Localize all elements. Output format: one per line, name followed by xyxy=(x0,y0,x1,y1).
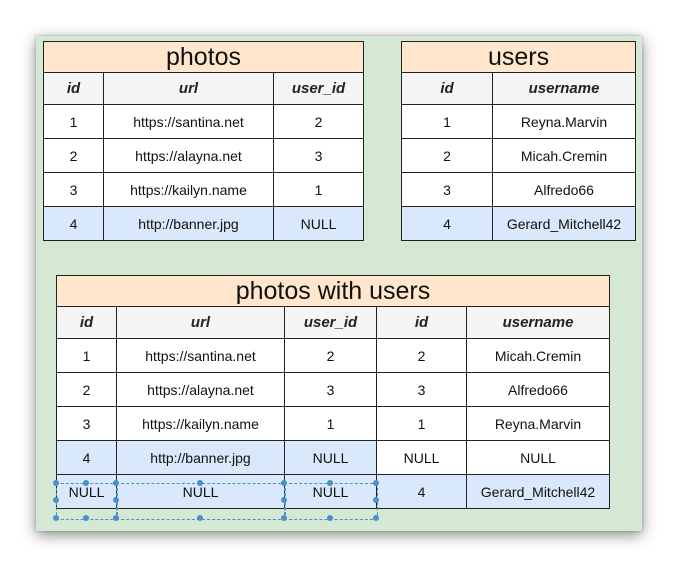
cell-url: http://banner.jpg xyxy=(103,206,274,241)
resize-handle[interactable] xyxy=(281,515,287,521)
header-id: id xyxy=(376,306,467,339)
cell-id: 1 xyxy=(401,104,493,139)
header-username: username xyxy=(491,72,637,105)
table-row: 1 https://santina.net 2 2 Micah.Cremin xyxy=(56,338,610,373)
cell-url-selected[interactable]: NULL xyxy=(116,474,285,509)
cell-username: Reyna.Marvin xyxy=(466,406,610,441)
cell-id: 2 xyxy=(401,138,493,173)
cell-url: http://banner.jpg xyxy=(116,440,285,475)
cell-id: 2 xyxy=(43,138,104,173)
cell-id: 1 xyxy=(56,338,117,373)
header-id: id xyxy=(56,306,117,339)
header-user-id: user_id xyxy=(272,72,365,105)
header-user-id: user_id xyxy=(284,306,377,339)
cell-id: 2 xyxy=(56,372,117,407)
cell-url: https://santina.net xyxy=(103,104,274,139)
cell-id: 4 xyxy=(56,440,117,475)
table-row-highlighted: 4 http://banner.jpg NULL xyxy=(43,206,365,241)
table-row: 1 Reyna.Marvin xyxy=(401,104,637,139)
photos-table[interactable]: photos id url user_id 1 https://santina.… xyxy=(42,41,365,241)
diagram-canvas: photos id url user_id 1 https://santina.… xyxy=(36,36,642,531)
cell-id: 3 xyxy=(401,172,493,207)
cell-id: 4 xyxy=(43,206,104,241)
cell-username: Alfredo66 xyxy=(466,372,610,407)
cell-username: Micah.Cremin xyxy=(466,338,610,373)
table-row: 2 Micah.Cremin xyxy=(401,138,637,173)
header-url: url xyxy=(103,72,274,105)
cell-id: 1 xyxy=(376,406,467,441)
header-url: url xyxy=(116,306,285,339)
cell-id: 3 xyxy=(43,172,104,207)
photos-with-users-table[interactable]: photos with users id url user_id id user… xyxy=(56,275,610,509)
resize-handle[interactable] xyxy=(373,515,379,521)
table-row: 3 https://kailyn.name 1 1 Reyna.Marvin xyxy=(56,406,610,441)
cell-user-id: NULL xyxy=(284,440,377,475)
cell-user-id: 1 xyxy=(272,172,365,207)
table-row: 2 https://alayna.net 3 3 Alfredo66 xyxy=(56,372,610,407)
users-table-title: users xyxy=(400,41,637,73)
cell-id: 3 xyxy=(376,372,467,407)
resize-handle[interactable] xyxy=(327,515,333,521)
table-row: 1 https://santina.net 2 xyxy=(43,104,365,139)
header-id: id xyxy=(401,72,493,105)
table-row: 3 Alfredo66 xyxy=(401,172,637,207)
cell-user-id: 3 xyxy=(284,372,377,407)
cell-id: 3 xyxy=(56,406,117,441)
cell-username: NULL xyxy=(466,440,610,475)
cell-user-id: 2 xyxy=(272,104,365,139)
cell-user-id: NULL xyxy=(272,206,365,241)
cell-id-selected[interactable]: NULL xyxy=(56,474,117,509)
cell-id: 4 xyxy=(401,206,493,241)
cell-user-id: 3 xyxy=(272,138,365,173)
cell-username: Micah.Cremin xyxy=(491,138,637,173)
table-row-highlighted: 4 Gerard_Mitchell42 xyxy=(401,206,637,241)
resize-handle[interactable] xyxy=(197,515,203,521)
photos-table-title: photos xyxy=(42,41,365,73)
header-username: username xyxy=(466,306,610,339)
table-row: NULL NULL NULL 4 Gerard_Mitchell42 xyxy=(56,474,610,509)
cell-id: 1 xyxy=(43,104,104,139)
cell-url: https://kailyn.name xyxy=(116,406,285,441)
cell-id: 2 xyxy=(376,338,467,373)
cell-url: https://santina.net xyxy=(116,338,285,373)
cell-user-id: 2 xyxy=(284,338,377,373)
users-table[interactable]: users id username 1 Reyna.Marvin 2 Micah… xyxy=(400,41,637,241)
cell-username: Alfredo66 xyxy=(491,172,637,207)
cell-username: Gerard_Mitchell42 xyxy=(491,206,637,241)
table-row: 3 https://kailyn.name 1 xyxy=(43,172,365,207)
cell-id: 4 xyxy=(376,474,467,509)
cell-user-id-selected[interactable]: NULL xyxy=(284,474,377,509)
table-row: 4 http://banner.jpg NULL NULL NULL xyxy=(56,440,610,475)
table-row: 2 https://alayna.net 3 xyxy=(43,138,365,173)
cell-user-id: 1 xyxy=(284,406,377,441)
resize-handle[interactable] xyxy=(113,515,119,521)
cell-url: https://alayna.net xyxy=(116,372,285,407)
cell-username: Gerard_Mitchell42 xyxy=(466,474,610,509)
cell-url: https://kailyn.name xyxy=(103,172,274,207)
joined-table-title: photos with users xyxy=(56,275,610,307)
cell-url: https://alayna.net xyxy=(103,138,274,173)
resize-handle[interactable] xyxy=(83,515,89,521)
resize-handle[interactable] xyxy=(53,515,59,521)
cell-id: NULL xyxy=(376,440,467,475)
header-id: id xyxy=(43,72,104,105)
cell-username: Reyna.Marvin xyxy=(491,104,637,139)
